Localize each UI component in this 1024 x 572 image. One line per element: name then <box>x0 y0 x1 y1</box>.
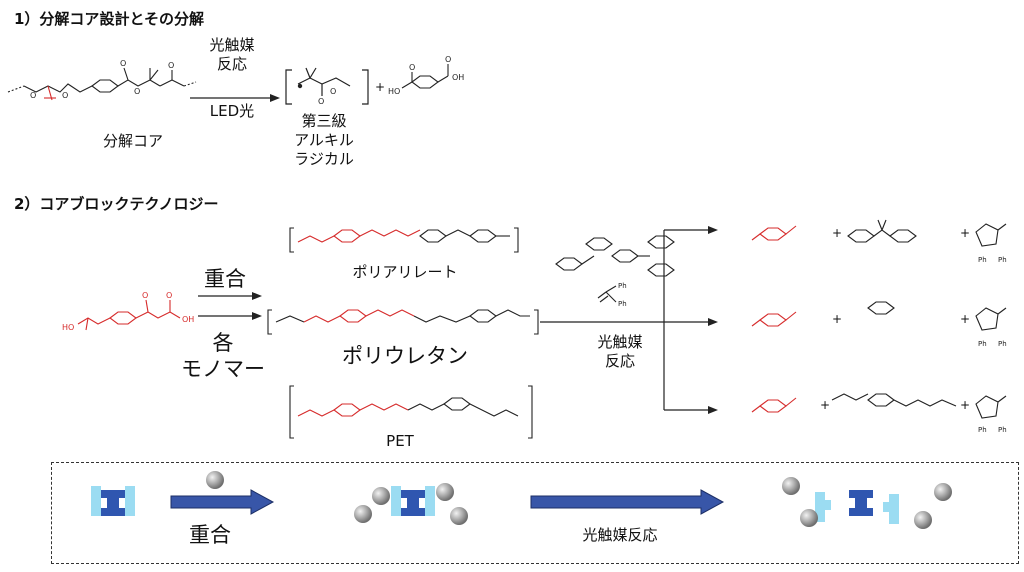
svg-text:Ph: Ph <box>978 340 987 348</box>
svg-text:Ph: Ph <box>998 340 1007 348</box>
monomer-sphere <box>206 471 224 489</box>
s1-condition-top-1: 光触媒 <box>209 36 255 54</box>
s1-condition-bottom: LED光 <box>209 102 255 120</box>
pet-structure <box>289 385 533 439</box>
svg-text:O: O <box>318 97 324 106</box>
svg-text:HO: HO <box>388 87 400 96</box>
diphenylethylene-structure <box>597 285 617 303</box>
svg-text:O: O <box>330 87 336 96</box>
s2-photocatalyst-label-2: 反応 <box>604 352 635 370</box>
plus-r3-b: + <box>960 398 971 412</box>
polymerization-label: 重合 <box>204 267 246 291</box>
photocatalyst-structure <box>555 235 675 277</box>
svg-text:Ph: Ph <box>978 426 987 434</box>
svg-text:OH: OH <box>452 73 464 82</box>
product-lactone-1 <box>975 223 1007 247</box>
svg-text:HO: HO <box>62 323 74 332</box>
plus-r2-a: + <box>832 312 843 326</box>
monomer-label-2: モノマー <box>181 357 265 381</box>
radical-label-1: 第三級 <box>301 112 347 130</box>
radical-label-3: ラジカル <box>294 150 354 168</box>
polyurethane-structure <box>267 309 539 335</box>
polyarylate-structure <box>289 227 519 253</box>
svg-text:O: O <box>62 91 68 100</box>
svg-text:Ph: Ph <box>998 256 1007 264</box>
monomer-label-1: 各 <box>212 331 234 355</box>
svg-text:Ph: Ph <box>618 282 627 290</box>
svg-text:O: O <box>134 87 140 96</box>
degradable-core-label: 分解コア <box>102 132 163 150</box>
concept-panel <box>51 462 1019 564</box>
pet-label: PET <box>386 432 414 450</box>
svg-text:O: O <box>168 61 174 70</box>
plus-r2-b: + <box>960 312 971 326</box>
section-1-title: 1）分解コア設計とその分解 <box>14 10 204 28</box>
svg-text:Ph: Ph <box>998 426 1007 434</box>
plus-r3-a: + <box>820 398 831 412</box>
monomer-structure <box>77 299 181 331</box>
svg-text:O: O <box>142 291 148 300</box>
plus-r1-b: + <box>960 226 971 240</box>
photocatalysis-arrow <box>530 489 725 515</box>
product-lactone-3 <box>975 395 1007 419</box>
product-lactone-2 <box>975 307 1007 331</box>
radical-label-2: アルキル <box>294 131 354 149</box>
svg-text:O: O <box>30 91 36 100</box>
polyarylate-label: ポリアリレート <box>352 263 458 281</box>
svg-text:Ph: Ph <box>618 300 627 308</box>
svg-text:O: O <box>445 55 451 64</box>
radical-dot <box>297 83 303 89</box>
product-terephthalic-acid-2 <box>751 311 797 327</box>
svg-text:O: O <box>120 59 126 68</box>
radical-bracket <box>285 67 369 105</box>
core-block-degraded <box>815 490 899 524</box>
degradable-core-structure <box>7 67 197 101</box>
polyurethane-label: ポリウレタン <box>342 344 468 368</box>
plus-r1-a: + <box>832 226 843 240</box>
svg-text:OH: OH <box>182 315 194 324</box>
product-benzene <box>867 301 895 315</box>
panel-step-2-label: 光触媒反応 <box>582 526 658 544</box>
terephthalic-acid-structure <box>401 64 449 89</box>
product-bisphenol-a <box>847 219 917 243</box>
panel-step-1-label: 重合 <box>189 523 231 547</box>
s1-condition-top-2: 反応 <box>216 55 247 73</box>
core-block-polymer <box>391 486 435 516</box>
svg-text:O: O <box>409 63 415 72</box>
core-atoms: O O O O O <box>30 59 174 100</box>
product-terephthalic-acid-3 <box>751 397 797 413</box>
concept-illustration <box>91 471 952 529</box>
svg-text:Ph: Ph <box>978 256 987 264</box>
core-block-initial <box>91 486 135 516</box>
svg-text:O: O <box>166 291 172 300</box>
polymerize-arrow <box>170 489 275 515</box>
product-bhet <box>831 393 957 407</box>
s1-plus-sign: + <box>375 80 386 94</box>
section-2-title: 2）コアブロックテクノロジー <box>14 195 219 213</box>
section-2-scheme: HO OH O O <box>62 219 1007 439</box>
product-terephthalic-acid-1 <box>751 225 797 241</box>
s2-photocatalyst-label-1: 光触媒 <box>597 333 643 351</box>
